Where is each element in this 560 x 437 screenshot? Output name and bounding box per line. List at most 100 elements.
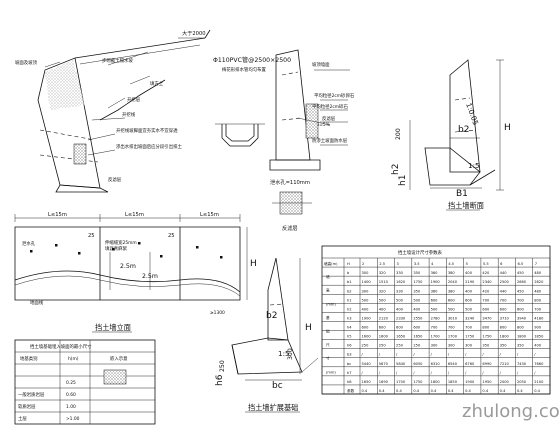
param-cell: 400	[465, 289, 473, 293]
param-side-label: 墙	[326, 274, 330, 279]
param-cell: 350	[482, 344, 490, 348]
elev-fill: 填沥青麻絮	[105, 245, 128, 252]
param-cell: 6990	[482, 362, 492, 366]
param-cell: 1600	[379, 335, 389, 339]
section-ratio-bottom: 1:5	[468, 161, 480, 170]
profile-fill-soil: 填方土	[150, 80, 164, 87]
param-cell: 6760	[465, 362, 475, 366]
param-cell: 300	[448, 344, 456, 348]
param-cell: /	[431, 353, 433, 357]
param-cell: 5440	[362, 362, 372, 366]
small-table-r3-a: 土层	[18, 415, 27, 422]
param-cell: 600	[482, 307, 490, 311]
detail-pebble-1: 平均粒径2cm砂卵石	[314, 92, 355, 99]
param-cell: 1800	[431, 380, 441, 384]
param-cell: 600	[431, 298, 439, 302]
param-row-label: h7	[347, 371, 352, 375]
param-cell: 480	[534, 271, 542, 275]
param-header-cell: 2.5	[379, 262, 385, 266]
param-header-cell: 2	[362, 262, 364, 266]
param-row-label: h6	[347, 344, 352, 348]
param-cell: /	[448, 371, 450, 375]
param-cell: 6310	[431, 362, 441, 366]
param-header-cell: 4	[431, 262, 434, 266]
param-cell: 1690	[379, 380, 389, 384]
param-cell: /	[482, 353, 484, 357]
base-bc: bc	[272, 381, 283, 391]
param-cell: 5670	[379, 362, 389, 366]
param-cell: 2660	[517, 280, 527, 284]
param-cell: 600	[448, 298, 456, 302]
profile-slope-face: 坡面及坡顶	[15, 59, 38, 66]
param-row-label: bc	[347, 362, 351, 366]
param-cell: 400	[396, 307, 404, 311]
param-row-label: h8	[347, 380, 352, 384]
param-cell: 0.4	[465, 389, 471, 393]
elev-l1: L≤15m	[48, 212, 67, 218]
param-cell: 600	[465, 298, 473, 302]
param-cell: 250	[379, 344, 387, 348]
param-cell: 380	[448, 271, 456, 275]
param-side-label: 尺	[326, 343, 330, 347]
small-table-r2-a: 软质岩层	[18, 403, 36, 410]
param-cell: 500	[396, 298, 404, 302]
param-cell: 1750	[482, 335, 492, 339]
param-cell: 320	[379, 271, 387, 275]
param-cell: /	[465, 353, 467, 357]
param-cell: 1510	[379, 280, 389, 284]
param-cell: 1700	[448, 335, 458, 339]
drain-pipe-sub: 梅花形排水管均匀布置	[222, 66, 267, 73]
wall-section: H 200 h2 h1 b2 B1 1:0.05 1:5 挡土墙断面	[391, 59, 511, 211]
param-cell: 250	[413, 344, 421, 348]
param-cell: 2000	[500, 380, 510, 384]
param-header-cell: 墙高(m)	[324, 261, 338, 266]
profile-filter-layer: 反滤层	[108, 176, 122, 183]
param-cell: 3470	[482, 316, 492, 320]
param-cell: 440	[500, 289, 508, 293]
param-cell: /	[396, 353, 398, 357]
param-cell: /	[465, 371, 467, 375]
elev-spacing-2: 2.5m	[142, 273, 158, 280]
param-cell: /	[413, 371, 415, 375]
param-cell: /	[534, 371, 536, 375]
profile-slope-fill: 开挖线坡脚面宜夯实水不宜穿透	[116, 127, 178, 134]
param-cell: 360	[431, 271, 439, 275]
param-cell: 300	[465, 344, 473, 348]
elevation-title: 挡土墙立面	[95, 323, 131, 332]
param-cell: 2820	[534, 280, 544, 284]
param-cell: 2100	[534, 380, 544, 384]
param-cell: 0.4	[534, 389, 540, 393]
elev-dim25a: 25	[88, 233, 95, 239]
param-cell: /	[413, 353, 415, 357]
param-cell: 1620	[396, 280, 406, 284]
param-cell: 450	[517, 271, 525, 275]
param-cell: 300	[431, 344, 439, 348]
param-cell: 600	[413, 326, 421, 330]
small-table-h2: h(m)	[68, 356, 79, 362]
base-dim-300: 300	[287, 348, 294, 360]
param-cell: 800	[500, 326, 508, 330]
param-cell: 350	[517, 344, 525, 348]
param-cell: 350	[413, 289, 421, 293]
param-row-label: h5	[347, 335, 352, 339]
param-cell: 1850	[534, 335, 544, 339]
small-table-r1-a: 一般岩质岩层	[18, 391, 45, 398]
param-cell: 2050	[517, 380, 527, 384]
param-cell: /	[431, 371, 433, 375]
param-cell: 420	[482, 271, 490, 275]
param-cell: /	[517, 353, 519, 357]
param-cell: /	[448, 353, 450, 357]
section-h: H	[504, 123, 511, 133]
section-b2: b2	[458, 125, 469, 135]
param-cell: 3710	[500, 316, 510, 320]
elev-h: H	[250, 259, 257, 269]
drain-pipe-spec: Φ110PVC管@2500×2500	[213, 56, 291, 64]
profile-ground-line: 开挖线	[122, 111, 136, 118]
param-cell: 800	[534, 298, 542, 302]
param-cell: 800	[517, 326, 525, 330]
base-h: H	[305, 323, 312, 333]
param-cell: 330	[396, 289, 404, 293]
param-cell: 1650	[396, 335, 406, 339]
base-dim-250: 250	[219, 360, 226, 372]
